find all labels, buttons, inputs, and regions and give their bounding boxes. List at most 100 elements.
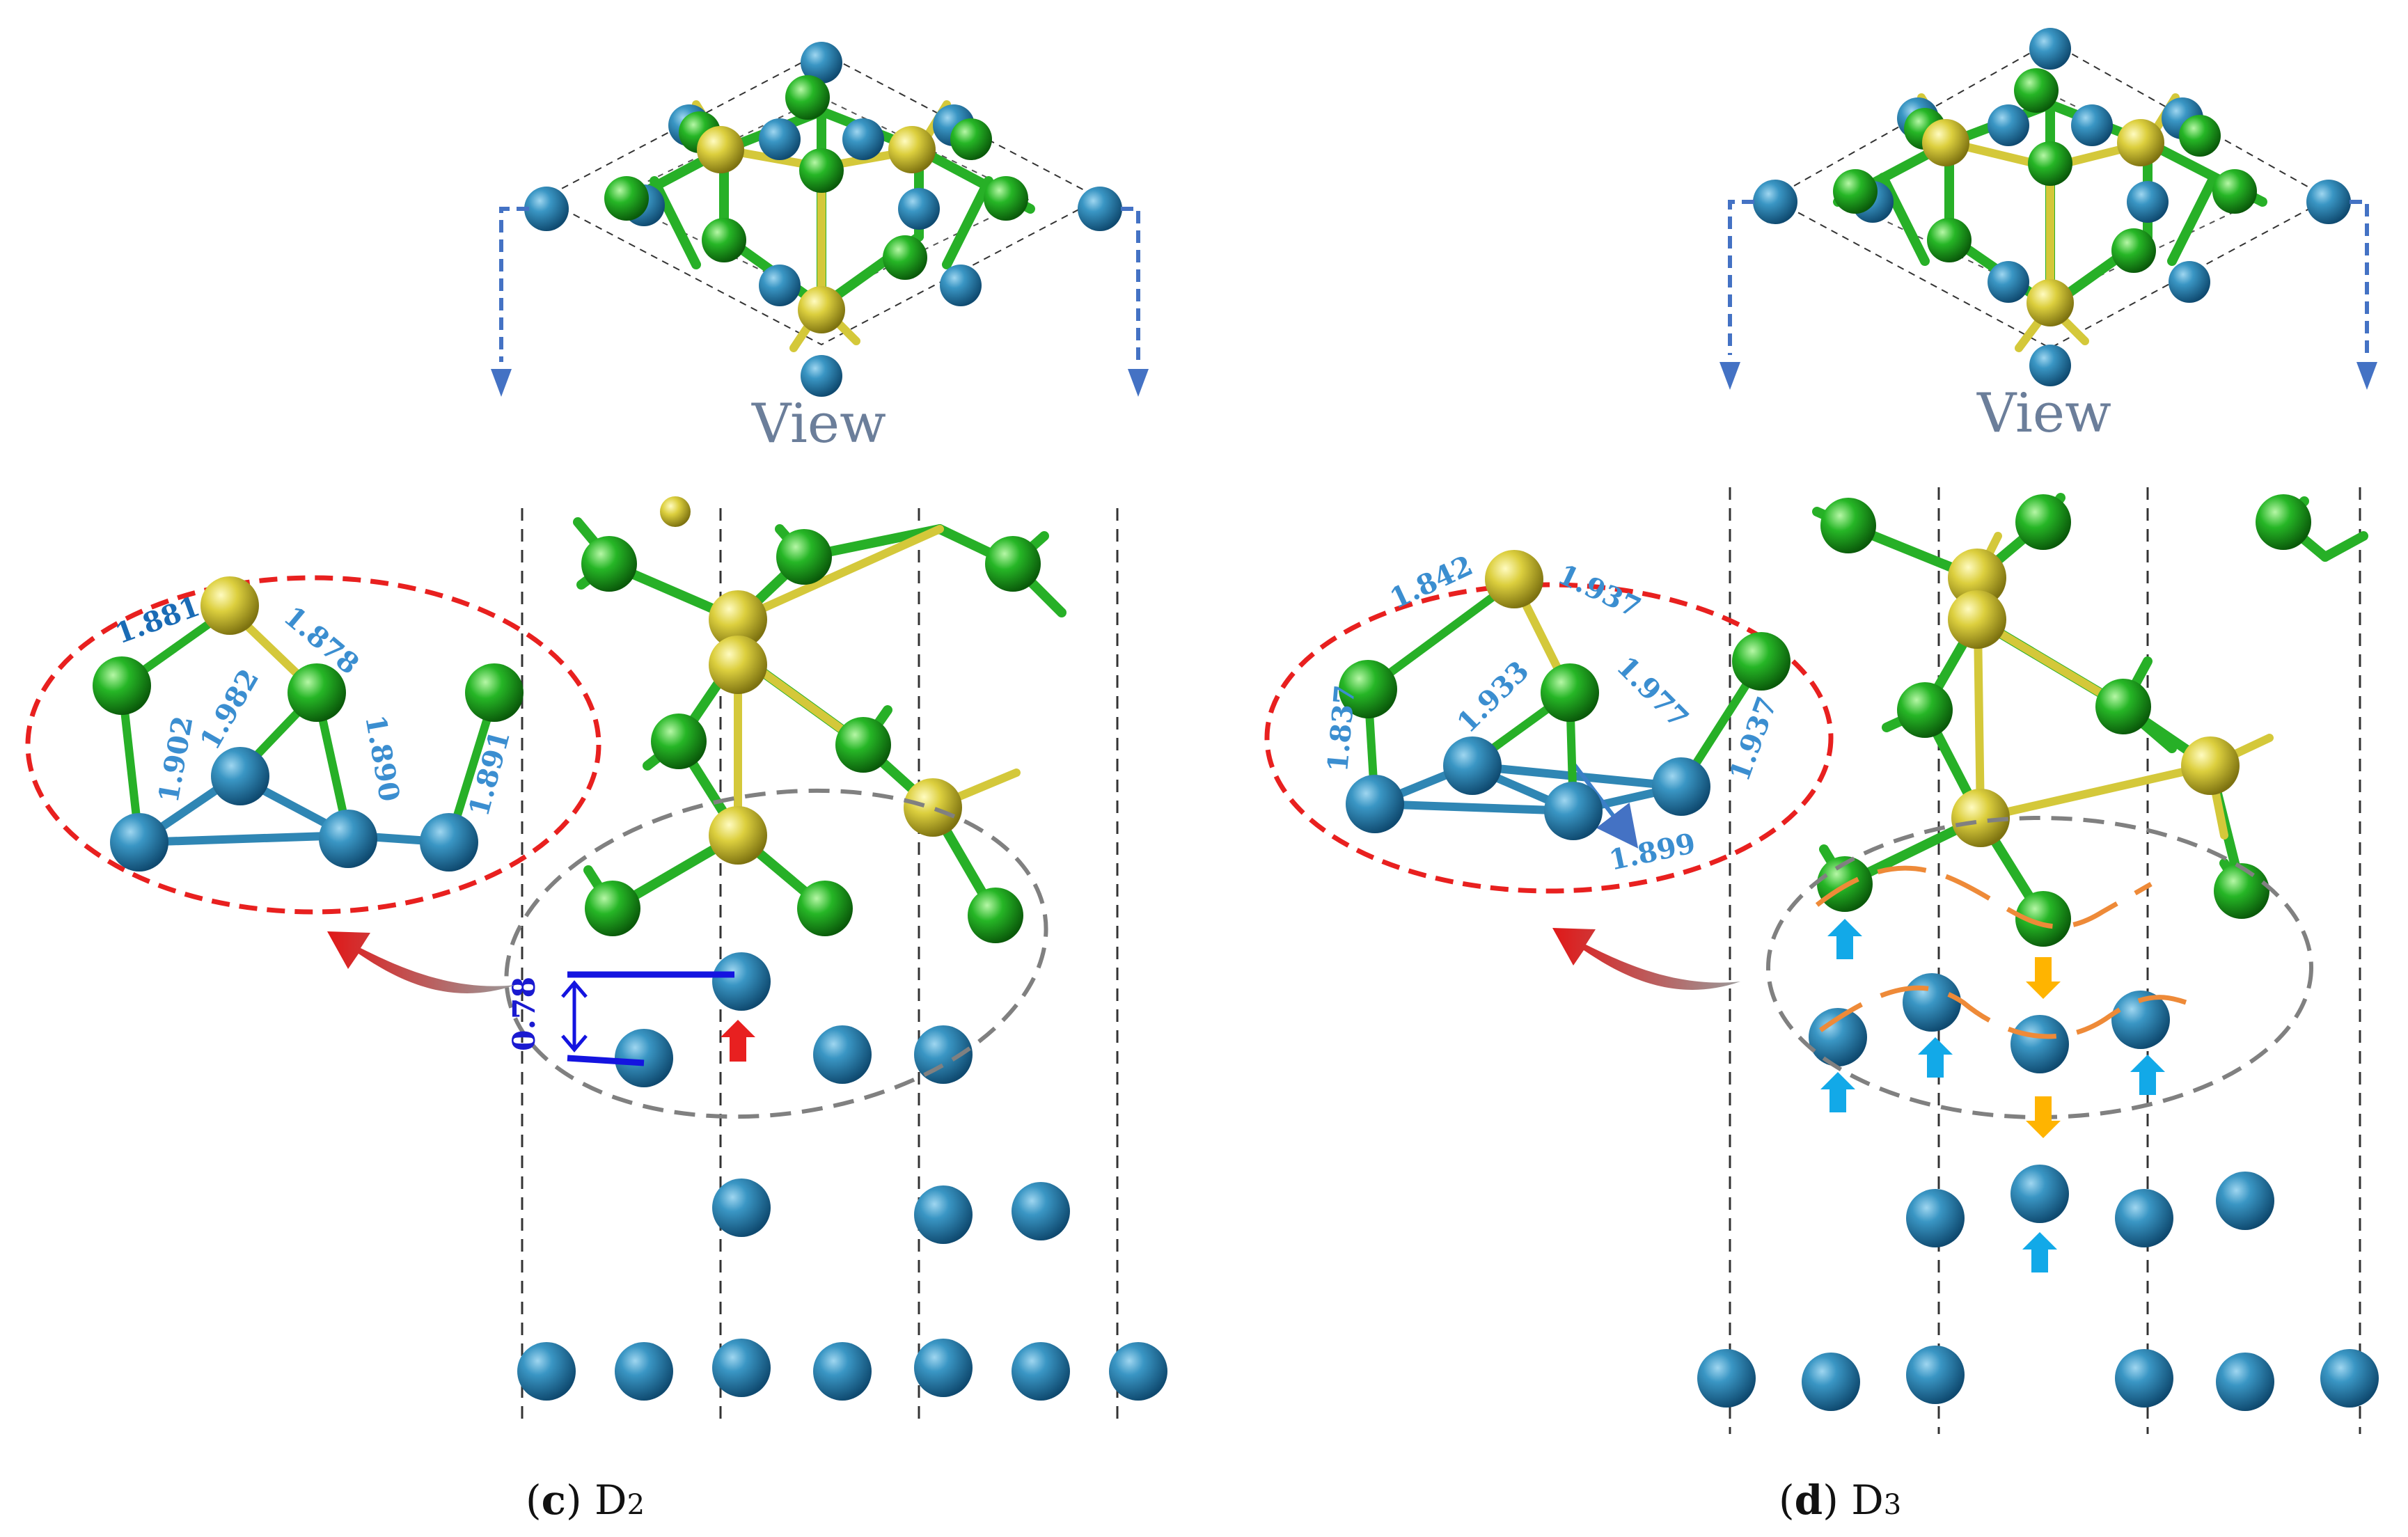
bond-length-label: 1.937 (1553, 558, 1646, 624)
region-ellipse (504, 788, 1048, 1119)
side-view-d (1552, 487, 2379, 1434)
sulfur-atom (798, 286, 845, 333)
green-atom (984, 176, 1028, 221)
green-atom (604, 176, 649, 221)
up-arrow (2022, 1232, 2057, 1272)
cobalt-atom (1906, 1346, 1965, 1404)
bond-length-label: 1.890 (359, 713, 406, 805)
cobalt-atom (2216, 1353, 2274, 1411)
green-atom (2256, 494, 2311, 550)
down-arrow (2026, 957, 2061, 999)
green-atom (651, 714, 707, 769)
caption-d: (d) D3 (1779, 1476, 1901, 1524)
caption-letter: c (542, 1476, 566, 1524)
top-view-c: View (491, 42, 1149, 455)
cobalt-atom (1078, 187, 1122, 231)
green-atom (776, 529, 832, 585)
green-atom (585, 881, 640, 936)
bond-length-label: 1.899 (1606, 827, 1698, 877)
view-label: View (751, 393, 886, 455)
bond-length-label: 1.837 (1321, 684, 1362, 773)
cobalt-atom (2111, 991, 2170, 1049)
cobalt-atom (2127, 181, 2169, 223)
arrow-head (1128, 369, 1149, 397)
green-atom (2014, 68, 2059, 113)
cobalt-layer-1 (1809, 973, 2170, 1073)
bond-length-label: 1.902 (152, 714, 200, 805)
sulfur-atom (2117, 119, 2164, 166)
cobalt-atom (801, 355, 842, 397)
cobalt-atom (319, 810, 377, 868)
view-arrow-left (499, 207, 529, 362)
cobalt-atom (1802, 1353, 1860, 1411)
height-offset-label: 0.78 (507, 977, 542, 1051)
green-atom (2214, 863, 2269, 919)
arrow-head (1720, 362, 1740, 390)
cobalt-atom (2320, 1349, 2379, 1408)
green-atom (2015, 891, 2071, 947)
green-atom (1820, 498, 1876, 553)
cobalt-atom (211, 747, 269, 805)
cobalt-atom (2029, 28, 2071, 70)
cobalt-atom (420, 813, 478, 872)
view-arrow-right (1121, 207, 1140, 362)
cobalt-atom (2029, 345, 2071, 386)
caption-letter: d (1795, 1476, 1823, 1524)
green-atom (288, 663, 346, 722)
green-atom (968, 888, 1023, 943)
cobalt-atom (1906, 1189, 1965, 1247)
cobalt-atom (1443, 736, 1502, 795)
sulfur-atom (888, 126, 936, 173)
view-arrow-right (2350, 200, 2369, 355)
green-atom (950, 118, 992, 160)
cobalt-atom (1988, 261, 2029, 303)
caption-subscript: 2 (627, 1489, 645, 1521)
cobalt-atom (1652, 757, 1710, 816)
curved-red-arrow (1552, 928, 1740, 990)
view-label: View (1976, 382, 2111, 445)
cobalt-atom (1988, 104, 2029, 146)
cobalt-atom (1753, 180, 1797, 224)
sulfur-atom (904, 778, 962, 837)
caption-c: (c) D2 (526, 1476, 645, 1524)
cobalt-atom (759, 118, 801, 160)
cobalt-atom (712, 1339, 771, 1397)
up-arrow (2130, 1055, 2165, 1095)
sulfur-atom (660, 496, 691, 527)
sulfur-atom (709, 590, 767, 649)
green-atom (985, 536, 1041, 592)
green-atom (835, 717, 891, 773)
bond-length-label: 1.982 (194, 663, 265, 755)
green-atom (465, 663, 524, 722)
green-atom (785, 75, 830, 120)
cobalt-atom (2071, 104, 2113, 146)
cobalt-atom (1012, 1342, 1070, 1401)
height-marker: 0.78 (507, 971, 734, 1066)
caption-subscript: 3 (1884, 1489, 1901, 1521)
cobalt-layer-3 (1697, 1346, 2379, 1411)
green-atom (2212, 169, 2257, 214)
highlight-ellipse (1264, 582, 1834, 894)
cobalt-atom (898, 188, 940, 230)
view-arrow-left (1728, 200, 1754, 355)
caption-label: D (1851, 1476, 1884, 1524)
sulfur-atom (1951, 789, 2010, 847)
cobalt-atom (1903, 973, 1961, 1032)
unit-cell-outline (541, 51, 1102, 346)
green-atom (1897, 682, 1953, 738)
green-atom (581, 536, 637, 592)
green-atom (2095, 679, 2151, 734)
cobalt-atom (914, 1339, 973, 1397)
cobalt-atom (2216, 1172, 2274, 1230)
sulfur-atom (709, 636, 767, 694)
red-up-arrow (721, 1020, 755, 1062)
cobalt-layer-2 (712, 1179, 1070, 1244)
up-arrow (1820, 1072, 1855, 1112)
cobalt-atom (110, 813, 168, 872)
sulfur-atom (1922, 119, 1969, 166)
cobalt-atom (2010, 1165, 2069, 1223)
arrow-head (491, 369, 512, 397)
cobalt-atom (712, 952, 771, 1011)
green-atom (797, 881, 853, 936)
